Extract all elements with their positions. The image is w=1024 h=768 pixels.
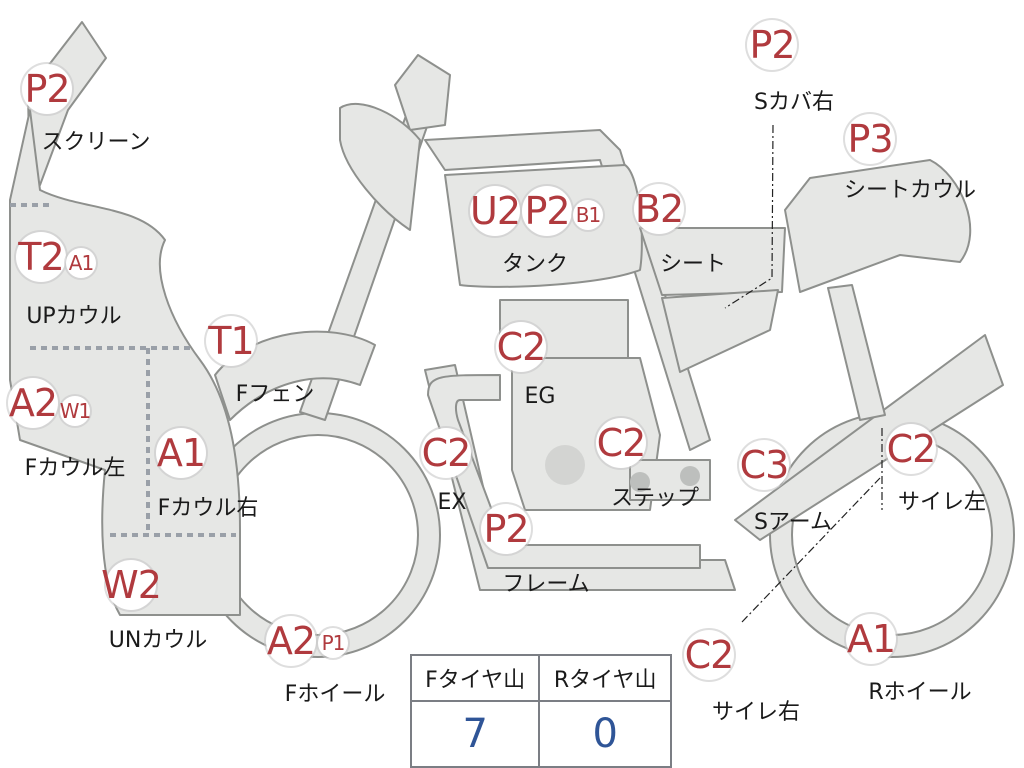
code-badge: P2: [522, 186, 572, 236]
part-label-silencer-right: サイレ右: [711, 700, 801, 725]
code-badge: C2: [596, 418, 646, 468]
swingarm-shape: [734, 334, 1004, 541]
code-badge: T2: [16, 232, 66, 282]
headlight-shape: [339, 103, 421, 231]
cowl-shape: [9, 109, 241, 616]
part-label-f-wheel: Fホイール: [284, 682, 386, 707]
code-badge: P2: [481, 504, 531, 554]
front-tire-header: Fタイヤ山: [409, 654, 541, 702]
code-badge: A1: [846, 614, 896, 664]
part-label-f-cowl-left: Fカウル左: [24, 456, 126, 481]
seat-cowl-shape: [784, 159, 972, 293]
code-badge-small: A1: [66, 248, 96, 278]
handlebar-shape: [394, 54, 451, 131]
code-badge: W2: [101, 560, 162, 610]
part-label-exhaust: EX: [437, 490, 467, 515]
leader-s-cover: [724, 124, 774, 309]
code-badge: A2: [8, 378, 58, 428]
step-shape: [629, 459, 711, 501]
part-label-seat: シート: [659, 252, 727, 277]
code-badge: P2: [22, 64, 72, 114]
code-badge: P2: [747, 20, 797, 70]
part-label-up-cowl: UPカウル: [26, 304, 122, 329]
code-badge: B2: [634, 184, 684, 234]
code-badge-small: B1: [573, 200, 603, 230]
code-badge: C2: [886, 424, 936, 474]
code-badge: A1: [156, 428, 206, 478]
front-fender-shape: [214, 330, 376, 421]
rear-tire-header: Rタイヤ山: [538, 654, 672, 702]
code-badge: C3: [739, 440, 789, 490]
part-label-f-cowl-right: Fカウル右: [157, 496, 259, 521]
side-cover-shape: [661, 289, 779, 373]
code-badge: C2: [496, 322, 546, 372]
part-label-s-cover-right: Sカバ右: [754, 90, 834, 115]
code-badge-small: P1: [318, 628, 348, 658]
code-badge: P3: [845, 114, 895, 164]
code-badge: T1: [206, 316, 256, 366]
leader-silencer-right: [741, 477, 881, 623]
part-label-swingarm: Sアーム: [754, 510, 832, 535]
part-label-step: ステップ: [610, 486, 700, 511]
seat-shape: [639, 227, 786, 296]
code-badge-small: W1: [60, 396, 91, 426]
front-tire-value: 7: [409, 700, 541, 768]
part-label-f-fender: Fフェン: [235, 382, 315, 407]
frame-spar-shape: [424, 129, 711, 451]
code-badge: C2: [684, 630, 734, 680]
seat-stay-shape: [827, 284, 886, 421]
code-badge: U2: [470, 186, 521, 236]
part-label-engine: EG: [524, 384, 556, 409]
part-label-r-wheel: Rホイール: [868, 680, 972, 705]
part-label-frame: フレーム: [502, 572, 590, 597]
tire-tread-table: Fタイヤ山 Rタイヤ山 7 0: [409, 654, 672, 768]
code-badge: A2: [266, 616, 316, 666]
part-label-un-cowl: UNカウル: [108, 628, 208, 653]
front-wheel-shape: [195, 412, 441, 658]
rear-tire-value: 0: [538, 700, 672, 768]
part-label-silencer-left: サイレ左: [897, 490, 987, 515]
part-label-seat-cowl: シートカウル: [843, 178, 977, 203]
code-badge: C2: [421, 428, 471, 478]
part-label-screen: スクリーン: [41, 130, 151, 155]
part-label-tank: タンク: [501, 252, 569, 277]
